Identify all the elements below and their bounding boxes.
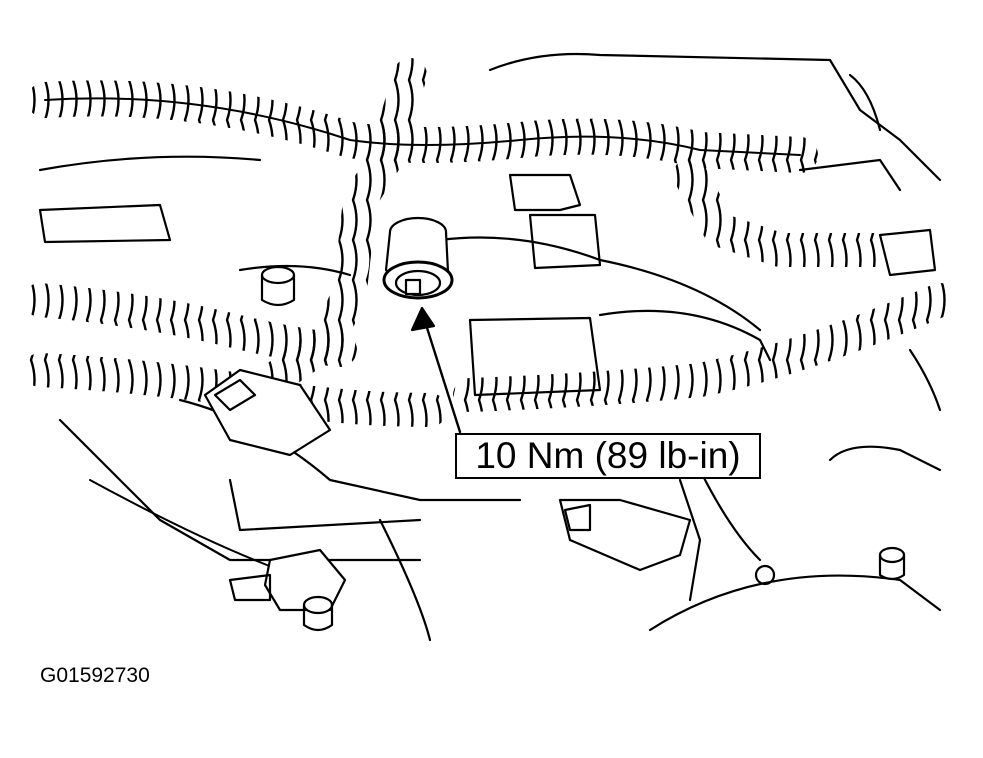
callout-arrow [410,306,462,434]
torque-bolt [382,216,454,300]
wiring-harness [23,58,957,571]
torque-callout-label: 10 Nm (89 lb-in) [455,433,761,479]
bolts-and-studs [260,265,906,632]
figure-id: G01592730 [40,664,150,687]
electrical-connectors [203,173,937,612]
